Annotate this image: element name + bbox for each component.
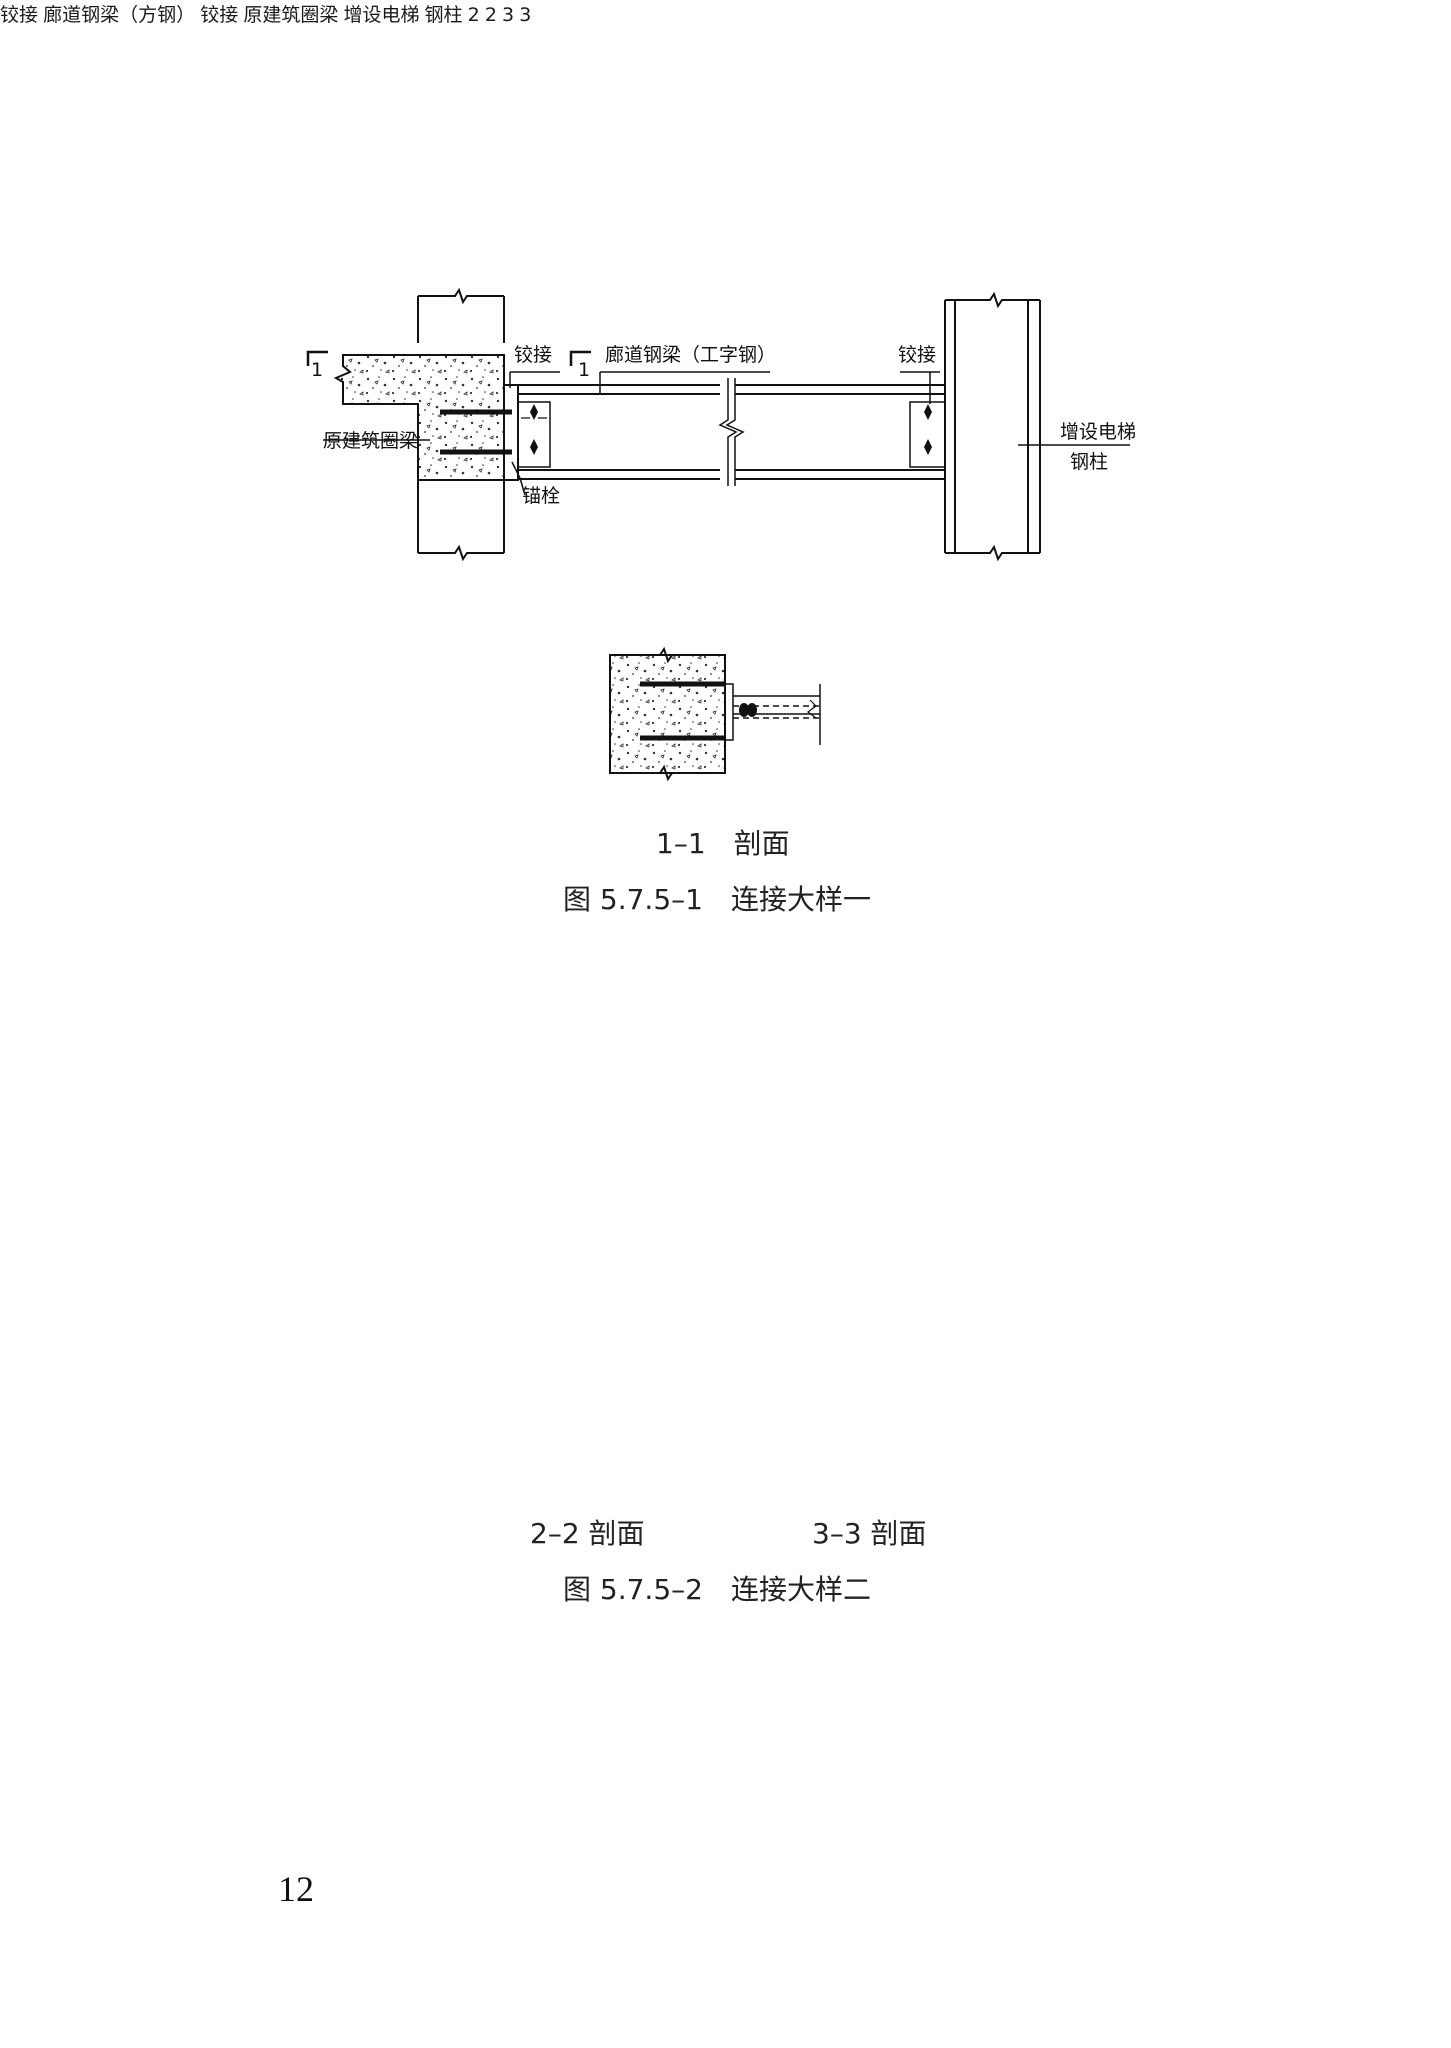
fig2-section-mark-3-left: 3 [502, 4, 515, 26]
fig1-section-mark-right: 1 [578, 359, 590, 381]
i-beam [518, 378, 945, 486]
fig2-section-mark-3-right: 3 [519, 4, 532, 26]
fig1-anchor-label: 锚栓 [522, 485, 560, 507]
existing-wall-left [417, 287, 505, 562]
end-plate-left [503, 384, 519, 481]
fig2-hinge-right-label: 铰接 [200, 4, 239, 26]
fig1-hinge-right-label: 铰接 [898, 344, 936, 366]
fig1-section-mark-left: 1 [311, 359, 323, 381]
fig2-column-label-1: 增设电梯 [343, 4, 420, 26]
fig1-beam-label: 廊道钢梁（工字钢） [605, 344, 776, 366]
connection-plate-left [517, 401, 551, 468]
fig1-figure-caption: 图 5.7.5–1 连接大样一 [563, 883, 871, 916]
figure1-section-1-1 [609, 646, 821, 782]
fig1-original-beam-label: 原建筑圈梁 [323, 430, 418, 452]
fig2-hinge-left-label: 铰接 [0, 4, 39, 26]
fig1-column-label-2: 钢柱 [1070, 451, 1108, 473]
anchor-bolts [440, 409, 512, 455]
fig2-section-mark-2-left: 2 [467, 4, 480, 26]
fig1-column-label-1: 增设电梯 [1060, 421, 1136, 443]
fig2-section-caption-2: 2–2 剖面 [530, 1517, 645, 1550]
fig2-column-label-2: 钢柱 [424, 4, 463, 26]
figure1-elevation [306, 287, 1130, 562]
fig1-section-caption: 1–1 剖面 [656, 827, 790, 860]
fig2-figure-caption: 图 5.7.5–2 连接大样二 [563, 1573, 871, 1606]
original-beam-concrete [333, 354, 505, 481]
fig2-beam-label: 廊道钢梁（方钢） [43, 4, 196, 26]
section-mark-1-1 [306, 350, 591, 366]
fig2-section-caption-3: 3–3 剖面 [812, 1517, 927, 1550]
elevator-steel-column [944, 291, 1041, 562]
fig1-hinge-left-label: 铰接 [514, 344, 552, 366]
page-number: 12 [278, 1869, 314, 1909]
fig2-section-mark-2-right: 2 [484, 4, 497, 26]
fig2-original-beam-label: 原建筑圈梁 [243, 4, 339, 26]
